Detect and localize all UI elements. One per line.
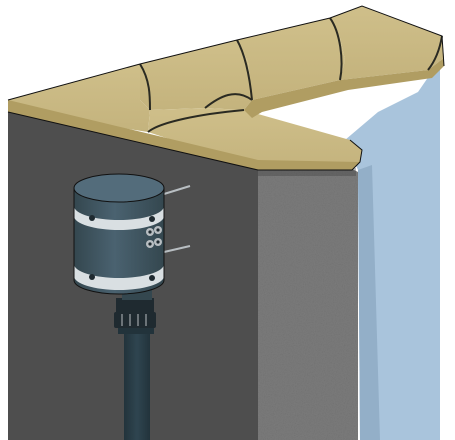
pump-band-top <box>74 206 164 230</box>
pump-band-bottom <box>74 264 164 290</box>
pump-cap <box>74 174 164 202</box>
coping-stone-right-2 <box>330 6 444 80</box>
pump-pipe <box>124 330 150 440</box>
coping-outline <box>7 5 445 171</box>
pump-outline <box>73 173 165 295</box>
pipe-fitting <box>114 298 156 334</box>
coping-stone-right-1 <box>237 18 345 100</box>
cable-glands <box>146 226 162 248</box>
mounting-rods <box>163 185 191 253</box>
pool-water-shadow <box>358 165 380 440</box>
coping-stone-corner <box>148 108 362 168</box>
band-screws <box>89 215 155 281</box>
wall-side-face <box>258 168 358 440</box>
coping-front-edge <box>8 100 360 170</box>
coping-right-edge <box>244 58 444 118</box>
pump-cap-rim <box>74 188 164 218</box>
coping-joints <box>139 17 443 133</box>
